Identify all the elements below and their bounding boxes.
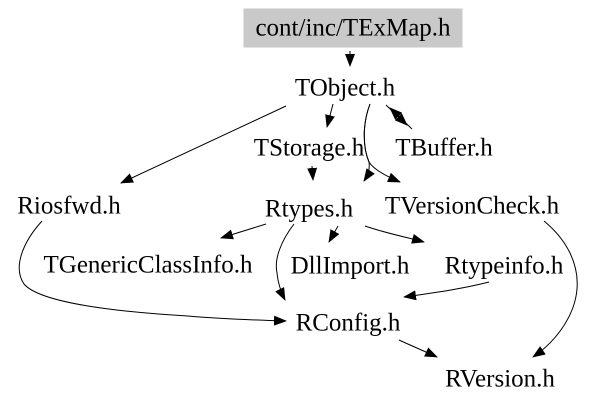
edge-tobject-to-tstorage	[325, 103, 335, 128]
edge-tobject-to-riosfwd	[120, 105, 287, 184]
graph-node-rtypes[interactable]: Rtypes.h	[264, 195, 354, 223]
graph-node-texmap: cont/inc/TExMap.h	[243, 8, 463, 48]
graph-node-tversioncheck[interactable]: TVersionCheck.h	[384, 192, 560, 220]
graph-node-tgenericclassinfo[interactable]: TGenericClassInfo.h	[43, 251, 253, 279]
graph-node-dllimport[interactable]: DllImport.h	[290, 252, 410, 280]
edge-rtypes-to-rconfig	[275, 223, 295, 301]
edge-rtypes-to-rtypeinfo	[364, 225, 425, 244]
edge-rtypes-to-tgenericclassinfo	[220, 223, 267, 240]
edge-tbuffer-to-tobject	[389, 107, 413, 130]
graph-node-rversion[interactable]: RVersion.h	[445, 365, 555, 393]
graph-node-tbuffer[interactable]: TBuffer.h	[395, 134, 493, 162]
edge-tversioncheck-to-rversion	[532, 220, 578, 358]
graph-node-tstorage[interactable]: TStorage.h	[253, 134, 365, 162]
graph-node-rtypeinfo[interactable]: Rtypeinfo.h	[444, 252, 564, 280]
edge-rtypeinfo-to-rconfig	[403, 281, 490, 301]
graph-node-riosfwd[interactable]: Riosfwd.h	[17, 192, 121, 220]
edge-tstorage-to-rtypes	[307, 165, 318, 181]
edge-rtypes-to-dllimport	[328, 225, 340, 243]
edge-rconfig-to-rversion	[398, 339, 438, 358]
edge-riosfwd-to-rconfig	[18, 220, 287, 326]
graph-node-rconfig[interactable]: RConfig.h	[295, 309, 401, 337]
graph-node-tobject[interactable]: TObject.h	[294, 74, 396, 102]
edge-tobject-to-tversioncheck	[363, 103, 401, 183]
